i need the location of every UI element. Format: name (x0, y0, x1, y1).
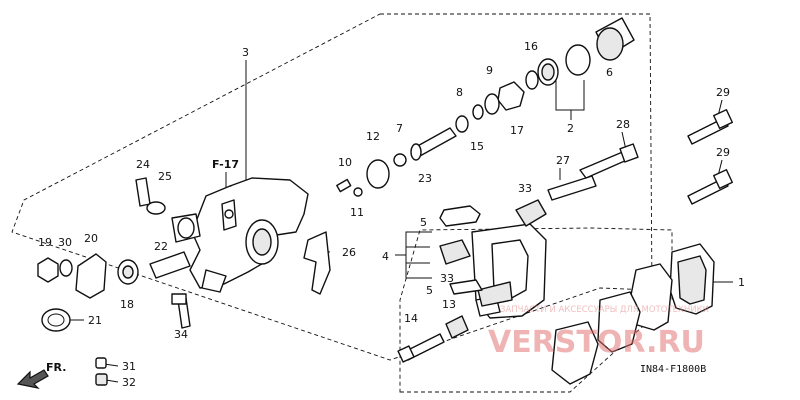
pad-retainers (439, 205, 483, 295)
callout-11: 11 (350, 206, 364, 219)
callout-6: 6 (606, 66, 613, 79)
watermark-small-text: ЗАПЧАСТИ И АКСЕССУАРЫ ДЛЯ МОТОТЕХНИКИ (500, 305, 709, 315)
callout-3: 3 (242, 46, 249, 59)
callout-numbers: 1 2 3 4 5 5 6 7 8 9 10 11 12 13 14 15 16… (38, 40, 745, 389)
callout-14: 14 (404, 312, 418, 325)
callout-29-bottom: 29 (716, 146, 730, 159)
callout-26: 26 (342, 246, 356, 259)
caliper-body (171, 177, 309, 293)
assembly-outline-bracket (399, 227, 673, 393)
diagram-code: IN84-F1800B (640, 364, 706, 375)
callout-29-top: 29 (716, 86, 730, 99)
callout-19: 19 (38, 236, 52, 249)
callout-13: 13 (442, 298, 456, 311)
callout-21: 21 (88, 314, 102, 327)
callout-34: 34 (174, 328, 188, 341)
callout-17: 17 (510, 124, 524, 137)
leader-2 (555, 80, 585, 111)
watermark-big-text: VERSTOR.RU (488, 325, 705, 360)
callout-18: 18 (120, 298, 134, 311)
callout-30: 30 (58, 236, 72, 249)
callout-8: 8 (456, 86, 463, 99)
callout-33-lower: 33 (440, 272, 454, 285)
callout-27: 27 (556, 154, 570, 167)
callout-22: 22 (154, 240, 168, 253)
callout-4: 4 (382, 250, 389, 263)
callout-23: 23 (418, 172, 432, 185)
callout-5-upper: 5 (420, 216, 427, 229)
callout-10: 10 (338, 156, 352, 169)
leader-32 (105, 379, 119, 383)
callout-15: 15 (470, 140, 484, 153)
callout-20: 20 (84, 232, 98, 245)
callout-2: 2 (567, 122, 574, 135)
front-direction-arrow-icon (16, 369, 49, 389)
callout-25: 25 (158, 170, 172, 183)
caliper-bracket (471, 223, 547, 319)
brake-pad-set (551, 243, 715, 385)
callout-5-lower: 5 (426, 284, 433, 297)
callout-31: 31 (122, 360, 136, 373)
callout-1: 1 (738, 276, 745, 289)
callout-32: 32 (122, 376, 136, 389)
callout-16: 16 (524, 40, 538, 53)
assembly-outline-caliper (11, 13, 653, 361)
reference-label-f17: F-17 (212, 158, 239, 171)
callout-9: 9 (486, 64, 493, 77)
small-parts (37, 17, 734, 386)
callout-33-upper: 33 (518, 182, 532, 195)
callout-28: 28 (616, 118, 630, 131)
callout-7: 7 (396, 122, 403, 135)
callout-12: 12 (366, 130, 380, 143)
leader-5-bracket (405, 231, 432, 279)
front-direction-label: FR. (46, 361, 66, 374)
callout-24: 24 (136, 158, 150, 171)
